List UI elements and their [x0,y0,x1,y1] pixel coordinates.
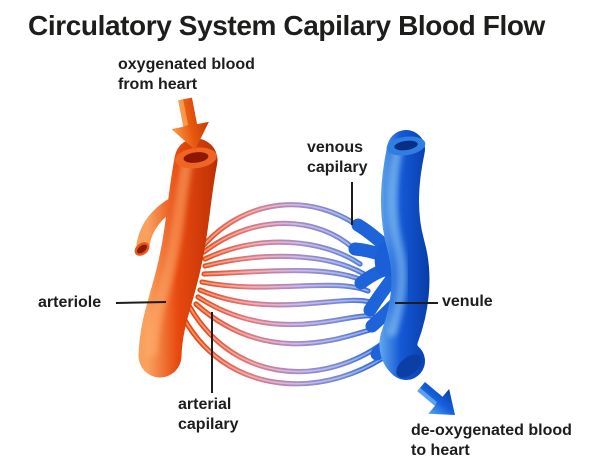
arteriole-tube [138,138,218,378]
oxygenated-flow-arrow-icon [166,95,214,154]
arteriole-pointer-line [115,301,167,304]
arteriole-branch-opening [134,242,150,256]
arterial-capillary-label-line1: arterial [178,396,232,413]
oxygenated-blood-label: oxygenated blood from heart [118,55,255,95]
venule-tube-highlight [387,146,407,337]
venule-tube [379,130,430,380]
arteriole-vessel [134,138,218,378]
venule-end-face [396,354,422,378]
venous-capillary-label-line2: capilary [307,159,368,176]
arteriole-opening-lumen [183,152,209,163]
arteriole-label: arteriole [38,294,102,311]
venous-capillary-label: venous capilary [307,138,367,178]
pointer-lines [115,182,438,393]
venous-capillary-label-line1: venous [307,139,364,156]
deoxygenated-blood-label: de-oxygenated blood to heart [411,421,572,461]
diagram-title: Circulatory System Capilary Blood Flow [28,10,545,41]
venule-vessel [379,130,430,380]
arterial-capillary-label-line2: capilary [178,416,239,433]
deoxygenated-blood-label-line1: de-oxygenated blood [411,422,572,439]
deoxygenated-blood-label-line2: to heart [411,442,470,459]
oxygenated-blood-label-line2: from heart [118,76,198,93]
arteriole-tube-highlight [146,156,193,357]
oxygenated-blood-label-line1: oxygenated blood [118,56,255,73]
venule-label: venule [442,293,493,310]
deoxygenated-flow-arrow-icon [410,374,466,428]
arterial-capillary-label: arterial capilary [178,395,238,435]
venule-opening-lumen [394,140,418,151]
